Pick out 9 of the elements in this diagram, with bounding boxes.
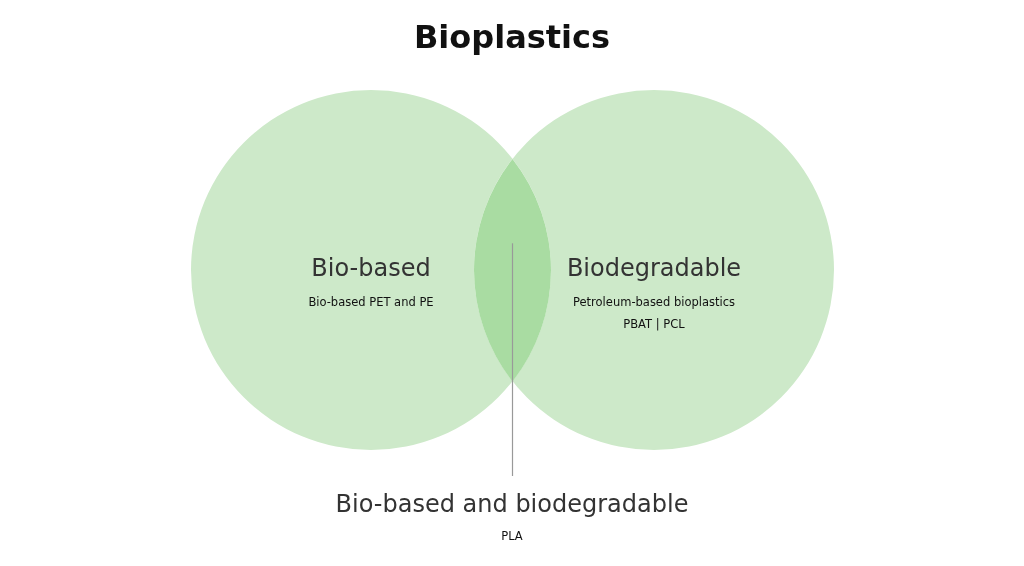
circle-heading: Bio-based: [311, 253, 431, 284]
circle-text: Bio-based PET and PE: [308, 295, 434, 311]
overlap-heading: Bio-based and biodegradable: [335, 489, 689, 520]
circle-text: Petroleum-based bioplastics: [573, 295, 735, 311]
circle-text: PBAT | PCL: [623, 317, 685, 333]
leader-line: [511, 242, 514, 477]
title: Bioplastics: [412, 18, 612, 56]
overlap-text: PLA: [501, 529, 523, 545]
circle-heading: Biodegradable: [566, 253, 742, 284]
